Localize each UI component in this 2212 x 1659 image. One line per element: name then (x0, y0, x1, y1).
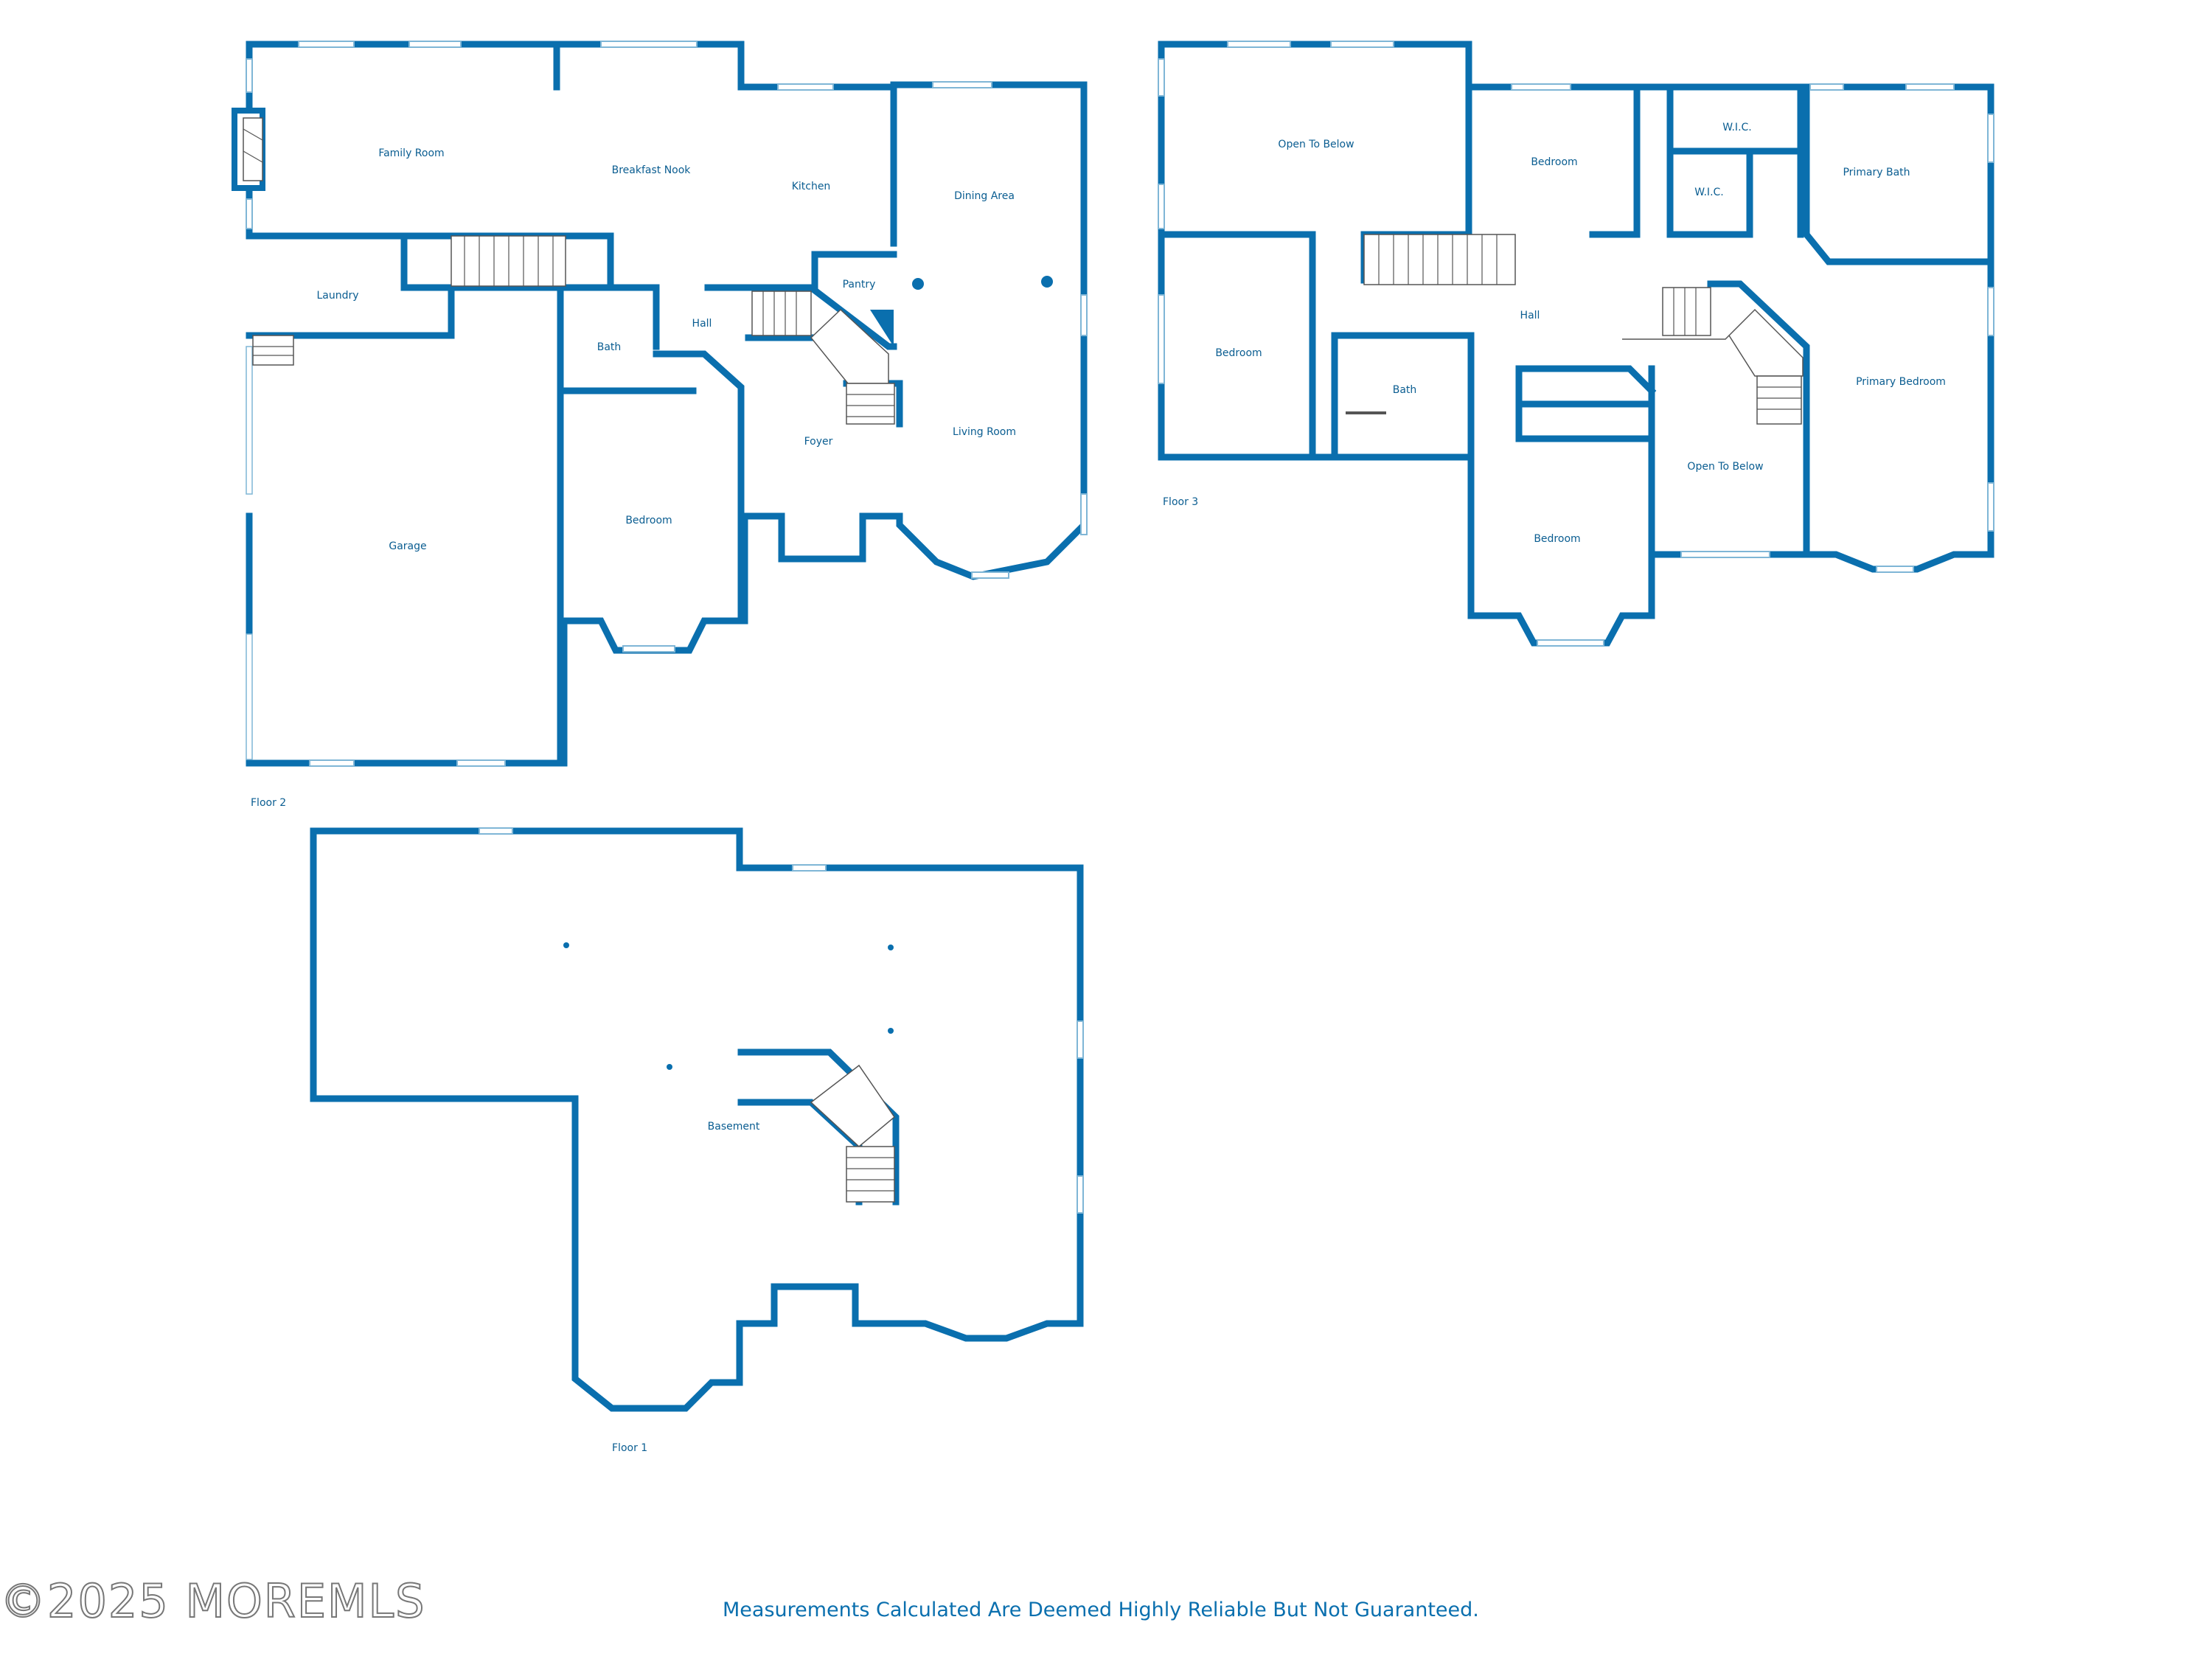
room-wic: W.I.C. (1722, 122, 1752, 133)
room-bedroom: Bedroom (1215, 347, 1262, 359)
room-bath: Bath (1393, 384, 1417, 396)
room-laundry: Laundry (316, 290, 358, 302)
room-breakfast-nook: Breakfast Nook (612, 164, 692, 176)
room-kitchen: Kitchen (792, 181, 831, 192)
floor-3-label: Floor 3 (1163, 496, 1198, 508)
room-bedroom: Bedroom (1531, 156, 1577, 168)
room-family-room: Family Room (378, 147, 444, 159)
floor-1-label: Floor 1 (612, 1442, 647, 1454)
room-foyer: Foyer (804, 436, 833, 448)
room-open-to-below: Open To Below (1687, 461, 1763, 473)
copyright-watermark: ©2025 MOREMLS (0, 1573, 426, 1629)
room-hall: Hall (692, 318, 712, 330)
floor-2-plan (232, 41, 1088, 767)
room-bedroom: Bedroom (625, 515, 672, 526)
floor-2-labels: Family Room Breakfast Nook Kitchen Dinin… (251, 147, 1016, 809)
room-living-room: Living Room (953, 426, 1016, 438)
room-primary-bedroom: Primary Bedroom (1856, 376, 1946, 388)
floor-1-plan (310, 827, 1084, 1412)
room-dining-area: Dining Area (954, 190, 1015, 202)
room-bath: Bath (597, 341, 622, 353)
floor-1-labels: Basement Floor 1 (612, 1121, 760, 1454)
room-basement: Basement (708, 1121, 760, 1133)
room-wic: W.I.C. (1694, 187, 1724, 198)
floor-2-label: Floor 2 (251, 797, 286, 809)
room-garage: Garage (389, 540, 426, 552)
room-bedroom: Bedroom (1534, 533, 1580, 545)
floor-3-plan (1158, 41, 1994, 647)
room-pantry: Pantry (843, 279, 876, 291)
room-hall: Hall (1520, 310, 1540, 321)
measurement-disclaimer: Measurements Calculated Are Deemed Highl… (723, 1599, 1479, 1621)
room-open-to-below: Open To Below (1278, 139, 1354, 150)
room-primary-bath: Primary Bath (1843, 167, 1910, 178)
floor-3-labels: Open To Below Bedroom W.I.C. W.I.C. Prim… (1163, 122, 1946, 545)
